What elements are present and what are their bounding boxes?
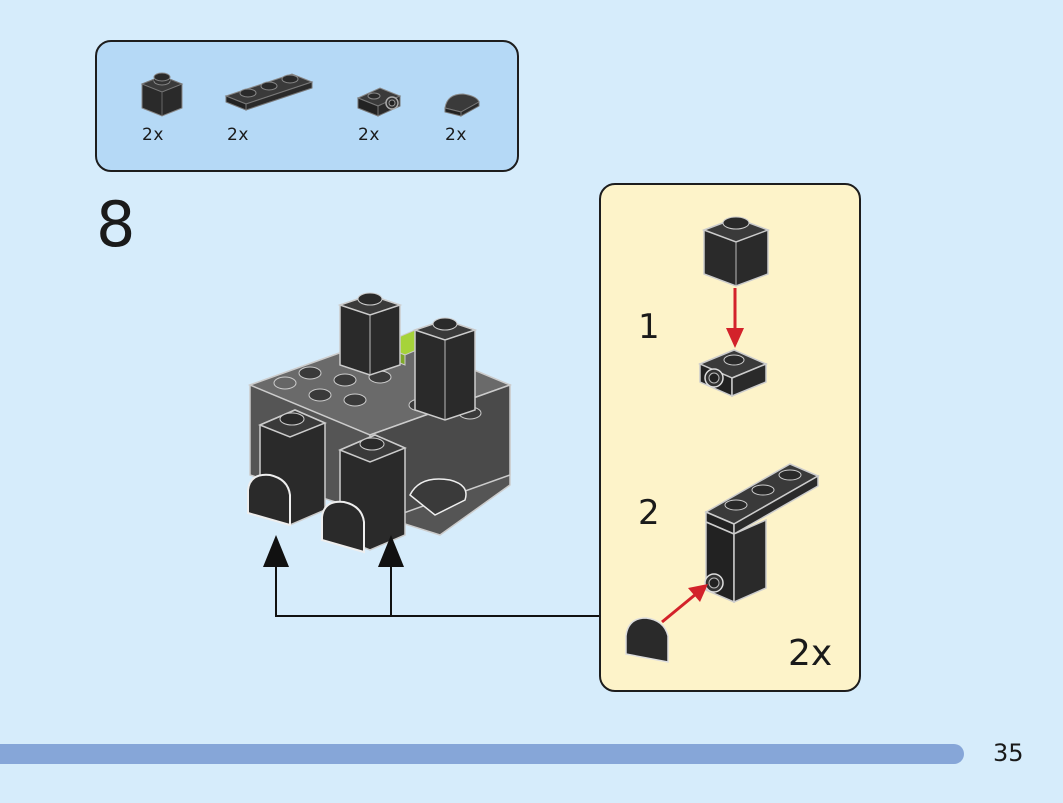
red-arrow-icon <box>726 288 744 348</box>
part-quantity-label: 2x <box>142 125 164 145</box>
part-quantity-label: 2x <box>358 125 380 145</box>
brick-1x1-black-icon <box>140 72 184 117</box>
tile-round-black-icon <box>625 617 669 663</box>
brick-1x1-side-stud-black-icon <box>356 87 402 117</box>
brick-1x1-side-stud-black-icon <box>698 349 768 398</box>
part-quantity-label: 2x <box>227 125 249 145</box>
brick-1x1-black-icon <box>701 216 771 287</box>
substep-number: 1 <box>638 307 660 347</box>
sub-assembly-illustration <box>704 463 820 604</box>
page-number: 35 <box>993 739 1024 767</box>
callout-quantity: 2x <box>788 633 833 674</box>
substep-number: 2 <box>638 493 660 533</box>
plate-1x3-black-icon <box>224 73 314 111</box>
red-arrow-icon <box>661 584 708 624</box>
assembly-model-illustration <box>247 292 513 554</box>
part-quantity-label: 2x <box>445 125 467 145</box>
progress-bar <box>0 744 964 764</box>
step-number: 8 <box>96 188 136 261</box>
tile-round-black-icon <box>444 93 480 117</box>
